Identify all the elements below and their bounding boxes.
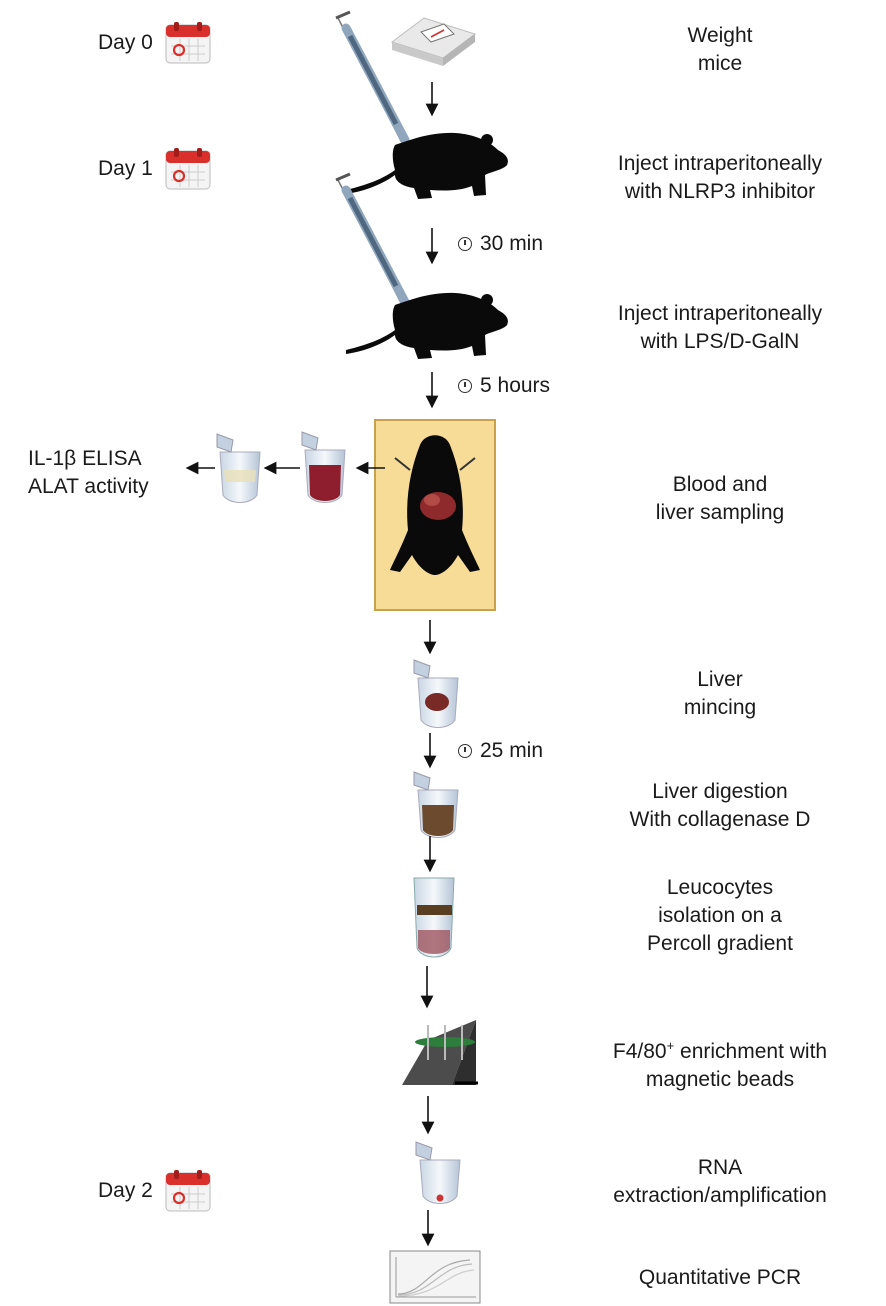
flow-arrows (185, 82, 439, 1247)
clock-icon (458, 744, 472, 758)
step-inject-lps: Inject intraperitoneally with LPS/D-GalN (570, 300, 870, 356)
clock-icon (458, 237, 472, 251)
digestion-tube-icon (413, 771, 459, 838)
dissection-panel (374, 419, 496, 611)
step-line: with LPS/D-GalN (640, 330, 800, 353)
step-liver-mincing: Liver mincing (570, 666, 870, 722)
step-weight: Weight mice (570, 22, 870, 78)
marker-superscript: + (666, 1038, 675, 1053)
day-2-marker: Day 2 (98, 1170, 211, 1212)
calendar-icon (165, 22, 211, 64)
day-1-marker: Day 1 (98, 148, 211, 190)
blood-tube-icon (301, 431, 346, 503)
step-line: Inject intraperitoneally (617, 152, 823, 175)
day-0-label: Day 0 (98, 31, 153, 54)
blood-readout: IL-1β ELISA ALAT activity (28, 445, 149, 501)
timer-label: 5 hours (480, 374, 551, 397)
scale-icon (390, 17, 477, 66)
step-suffix: enrichment with (674, 1040, 828, 1063)
step-line: magnetic beads (645, 1068, 795, 1091)
step-leucocyte-isolation: Leucocytes isolation on a Percoll gradie… (570, 874, 870, 958)
serum-tube-icon (216, 433, 261, 503)
step-line: With collagenase D (629, 808, 811, 831)
day-1-label: Day 1 (98, 157, 153, 180)
mincing-tube-icon (413, 659, 459, 728)
step-line: F4/80+ enrichment with (555, 1032, 885, 1066)
step-line: Liver (697, 668, 743, 691)
step-line: with NLRP3 inhibitor (624, 180, 816, 203)
mouse-silhouette (346, 292, 508, 359)
rna-tube-icon (415, 1141, 461, 1204)
readout-line: ALAT activity (28, 475, 149, 498)
percoll-tube-icon (413, 877, 455, 958)
step-line: Quantitative PCR (638, 1266, 802, 1289)
calendar-icon (165, 148, 211, 190)
day-2-label: Day 2 (98, 1179, 153, 1202)
timer-label: 25 min (480, 739, 544, 762)
step-line: Inject intraperitoneally (617, 302, 823, 325)
qpcr-plot-icon (389, 1250, 481, 1304)
step-line: Liver digestion (652, 780, 788, 803)
step-line: isolation on a (658, 904, 782, 927)
step-f480-enrichment: F4/80+ enrichment with magnetic beads (555, 1032, 885, 1094)
step-line: Weight (687, 24, 753, 47)
timer-25min: 25 min (458, 739, 543, 763)
mouse-silhouette (346, 132, 508, 199)
magnet-icon (402, 1020, 478, 1085)
step-rna-extraction: RNA extraction/amplification (570, 1154, 870, 1210)
step-liver-digestion: Liver digestion With collagenase D (570, 778, 870, 834)
calendar-icon (165, 1170, 211, 1212)
readout-line: IL-1β ELISA (28, 447, 142, 470)
step-line: Blood and (672, 473, 768, 496)
step-line: RNA (697, 1156, 743, 1179)
marker-name: F4/80 (612, 1040, 667, 1063)
day-0-marker: Day 0 (98, 22, 211, 64)
step-inject-nlrp3: Inject intraperitoneally with NLRP3 inhi… (570, 150, 870, 206)
clock-icon (458, 379, 472, 393)
timer-5hours: 5 hours (458, 374, 550, 398)
step-blood-liver-sampling: Blood and liver sampling (570, 471, 870, 527)
timer-30min: 30 min (458, 232, 543, 256)
timer-label: 30 min (480, 232, 544, 255)
step-line: liver sampling (655, 501, 785, 524)
step-qpcr: Quantitative PCR (570, 1264, 870, 1292)
step-line: Leucocytes (666, 876, 774, 899)
step-line: extraction/amplification (613, 1184, 827, 1207)
step-line: mincing (683, 696, 757, 719)
step-line: Percoll gradient (647, 932, 793, 955)
step-line: mice (697, 52, 743, 75)
